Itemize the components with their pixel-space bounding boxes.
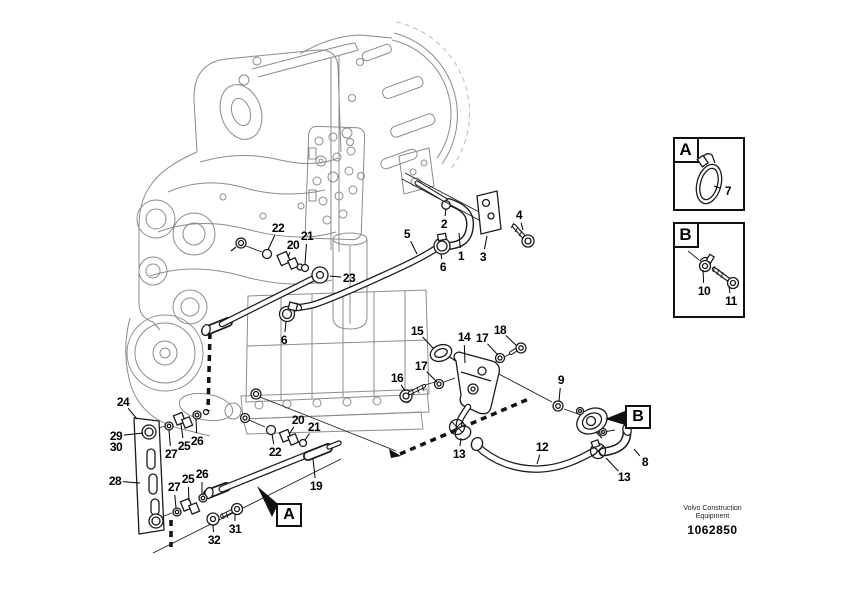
detail-marker-b: B bbox=[625, 405, 651, 429]
tube-19-art bbox=[203, 440, 342, 500]
clamp-and-bolt-art bbox=[687, 250, 740, 290]
o-ring-9 bbox=[552, 400, 564, 412]
inset-panel-b: B bbox=[672, 221, 745, 318]
pipe-23-art bbox=[201, 273, 320, 336]
bolt-31-art bbox=[206, 502, 244, 526]
engine-block-art bbox=[136, 34, 361, 331]
footer-branding: Volvo Construction Equipment 1062850 bbox=[655, 505, 770, 537]
fitting-cluster-mid-art bbox=[164, 408, 210, 431]
bracket-3-art bbox=[401, 172, 502, 235]
flange-b-art bbox=[552, 400, 608, 460]
stud-18 bbox=[515, 342, 527, 354]
marker-arrows bbox=[257, 411, 625, 517]
connection-arrowhead bbox=[389, 449, 401, 458]
inset-panel-b-letter: B bbox=[672, 221, 699, 248]
marker-a-arrow bbox=[257, 486, 278, 517]
brand-line-1: Volvo Construction bbox=[683, 505, 742, 512]
clamp-13a bbox=[448, 418, 466, 436]
o-ring-17 bbox=[494, 352, 506, 364]
transmission-case-art bbox=[330, 21, 471, 252]
thermostat-bracket-14-art bbox=[399, 342, 527, 452]
fitting-cluster-top-art bbox=[230, 237, 329, 284]
bolt-4-art bbox=[510, 222, 535, 248]
fitting-cluster-low-art bbox=[172, 493, 208, 517]
hose-12-art bbox=[473, 442, 598, 473]
oil-cooler-28-art bbox=[133, 417, 165, 535]
hose-8-art bbox=[598, 424, 632, 457]
pulley-art bbox=[125, 314, 242, 437]
part-number: 1062850 bbox=[687, 523, 738, 537]
washer-32 bbox=[206, 512, 220, 526]
banjo-fitting-23 bbox=[311, 266, 329, 284]
oil-filter-art bbox=[332, 232, 368, 330]
bell-housing-ghost-arc bbox=[395, 21, 471, 171]
bolt-11 bbox=[726, 276, 740, 290]
brand-line-2: Equipment bbox=[695, 513, 730, 520]
inset-panel-a-letter: A bbox=[672, 136, 699, 163]
detail-marker-a-label: A bbox=[283, 506, 295, 523]
washer-17 bbox=[433, 378, 445, 390]
assembly-axis-lines bbox=[152, 245, 616, 554]
clamp-6-art bbox=[278, 200, 451, 323]
oil-pan-art bbox=[240, 289, 430, 435]
marker-b-arrow bbox=[605, 411, 625, 425]
cable-tie-art bbox=[695, 153, 723, 205]
cap-15 bbox=[429, 343, 453, 363]
valve-body-art bbox=[304, 125, 366, 241]
inset-panel-a: A bbox=[672, 136, 745, 211]
clamp-10 bbox=[698, 259, 712, 273]
pipe-1-art bbox=[414, 180, 475, 250]
detail-marker-b-label: B bbox=[632, 408, 644, 425]
fitting-cluster-bottom-art bbox=[239, 388, 308, 448]
detail-marker-a: A bbox=[276, 503, 302, 527]
